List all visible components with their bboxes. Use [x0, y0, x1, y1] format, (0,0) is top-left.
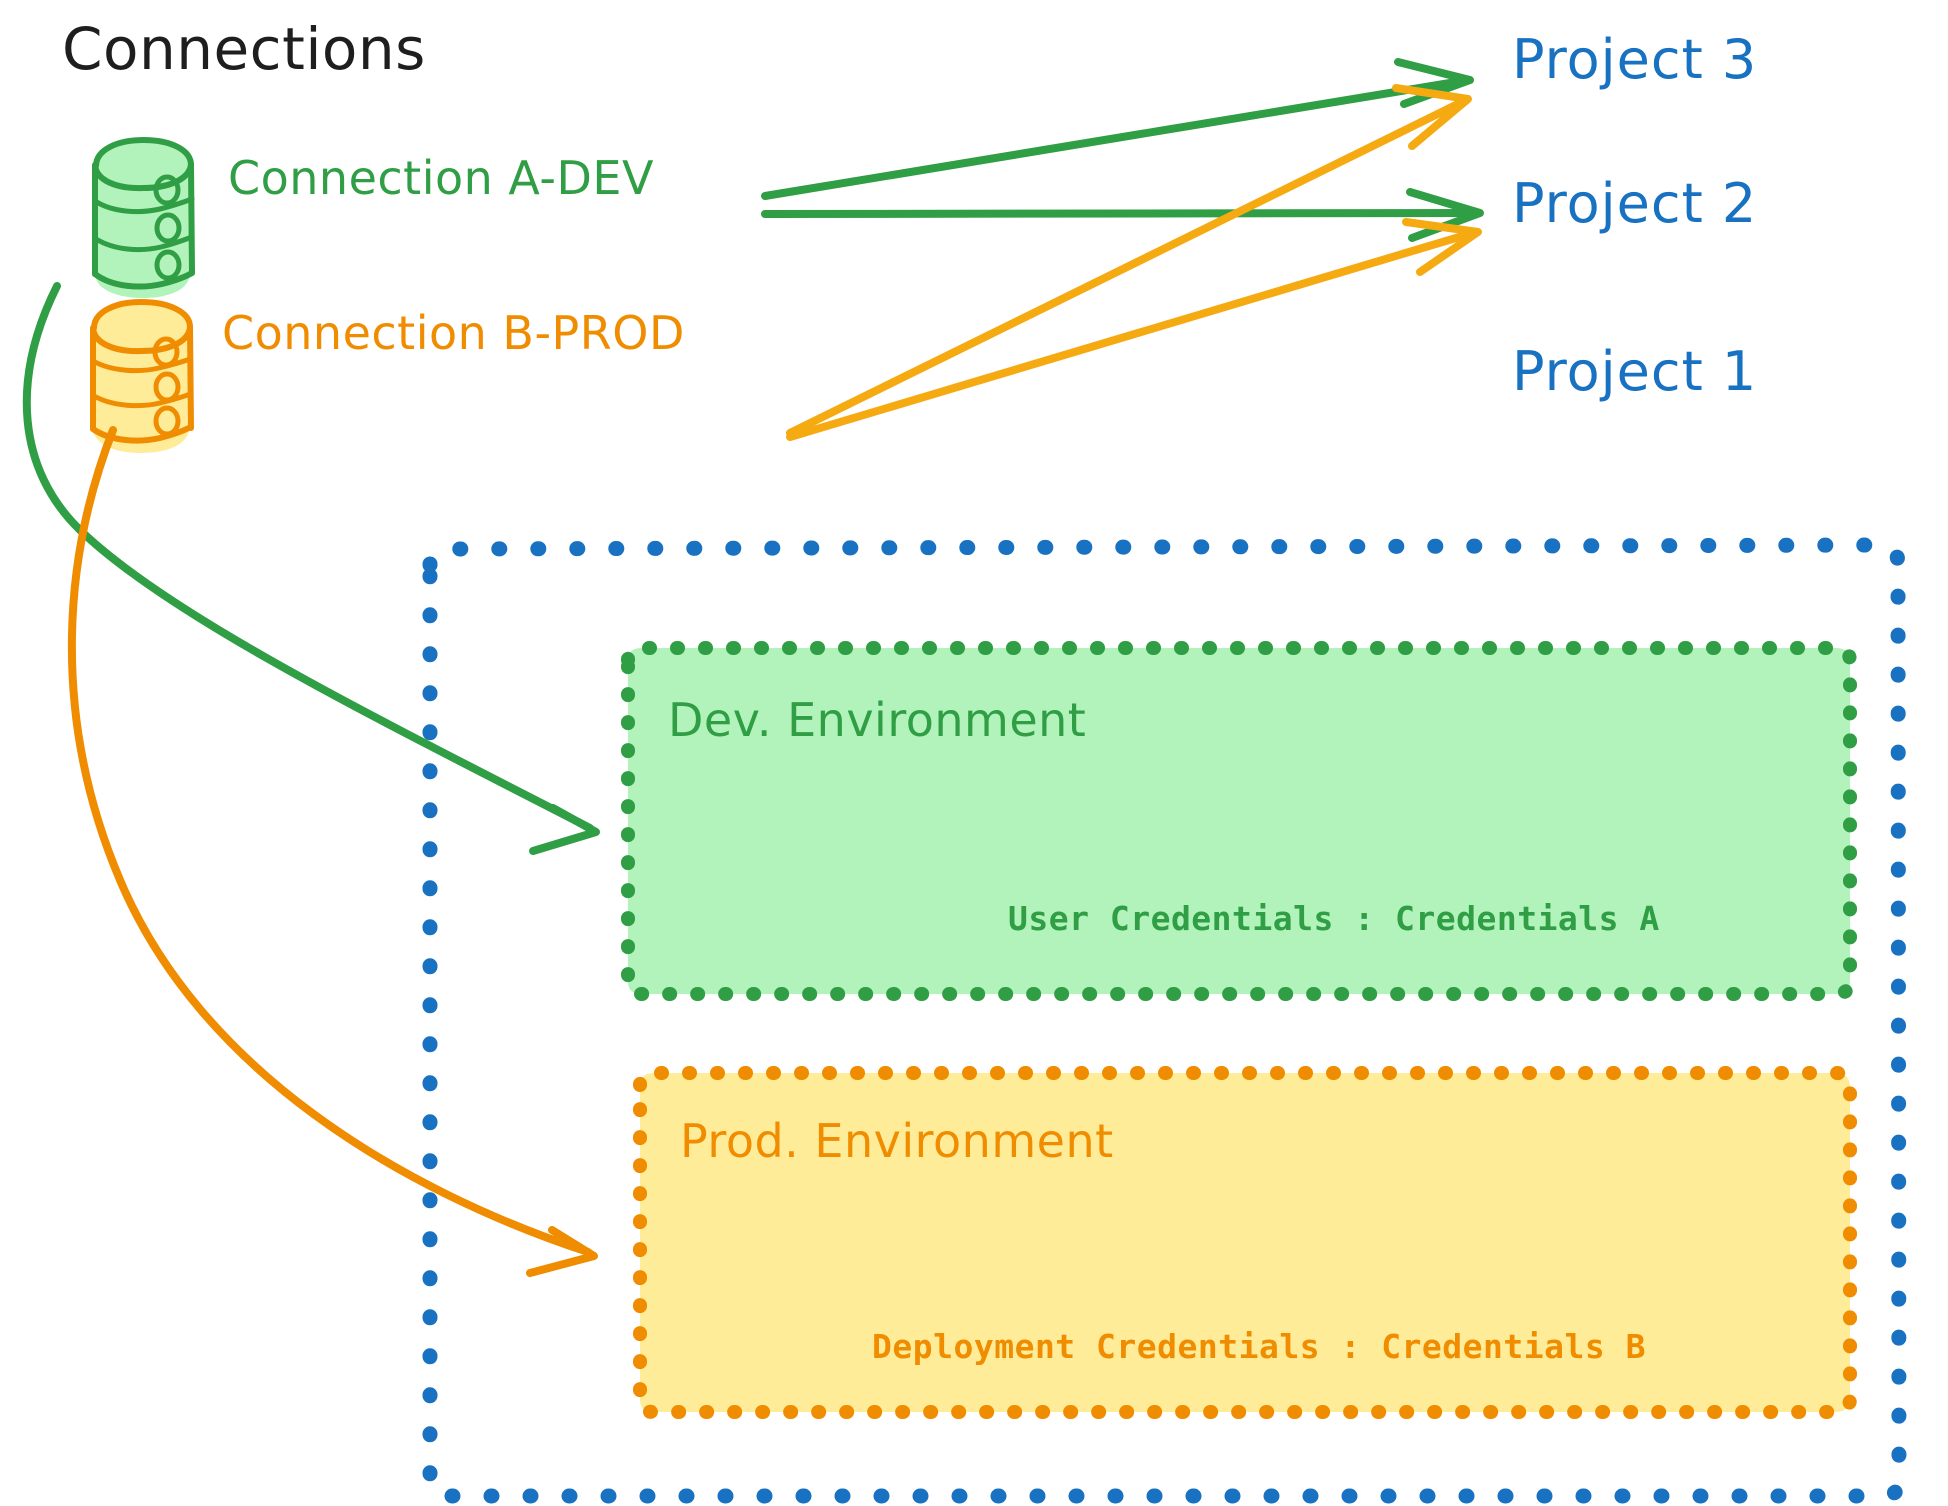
- db-orange-divider-2: [91, 391, 193, 409]
- prod-environment-credentials: Deployment Credentials : Credentials B: [872, 1327, 1646, 1366]
- dev-environment-title: Dev. Environment: [668, 693, 1087, 747]
- project-3-label[interactable]: Project 3: [1512, 28, 1758, 91]
- dev-environment-border: [621, 641, 1857, 1001]
- arrowhead-orange-p2: [1402, 218, 1482, 276]
- connection-a-dev-label[interactable]: Connection A-DEV: [228, 151, 654, 205]
- edge-b-prod-to-prod-environment: [67, 426, 598, 1277]
- project-2-label[interactable]: Project 2: [1512, 172, 1758, 235]
- page-title: Connections: [62, 15, 426, 83]
- database-cylinder-icon-green[interactable]: [92, 136, 195, 298]
- dev-environment-credentials: User Credentials : Credentials A: [1008, 899, 1660, 938]
- arrowhead-orange-prod: [526, 1226, 598, 1277]
- arrowhead-orange-p3: [1392, 84, 1472, 150]
- database-cylinder-icon-orange[interactable]: [90, 298, 194, 453]
- db-green-right-edge: [188, 161, 195, 276]
- edge-a-dev-to-project-3: [761, 58, 1474, 200]
- db-orange-top-arc-lower: [90, 324, 193, 355]
- db-orange-right-edge: [187, 324, 194, 431]
- db-green-led-2: [154, 212, 182, 244]
- db-green-top-arc-lower: [92, 161, 194, 192]
- prod-environment-border: [633, 1066, 1857, 1419]
- edge-a-dev-to-dev-environment: [22, 282, 600, 855]
- edge-b-prod-to-project-3: [786, 84, 1472, 437]
- edge-b-prod-to-project-2: [786, 218, 1482, 441]
- dev-environment-fill: [628, 648, 1850, 994]
- prod-environment-box[interactable]: [633, 1066, 1857, 1419]
- edge-a-dev-to-project-2: [761, 188, 1484, 242]
- dev-environment-box[interactable]: [621, 641, 1857, 1001]
- db-orange-divider-1: [90, 356, 193, 374]
- db-orange-led-2: [153, 371, 181, 403]
- db-orange-led-3: [153, 405, 181, 437]
- db-green-led-3: [154, 249, 182, 281]
- db-green-divider-2: [93, 234, 195, 253]
- db-orange-led-1: [152, 336, 180, 368]
- prod-environment-title: Prod. Environment: [680, 1114, 1114, 1168]
- project-1-label[interactable]: Project 1: [1512, 340, 1758, 403]
- connection-b-prod-label[interactable]: Connection B-PROD: [222, 306, 685, 360]
- db-green-bottom-arc: [92, 270, 195, 290]
- prod-environment-fill: [640, 1073, 1850, 1412]
- db-green-led-1: [153, 174, 181, 206]
- db-green-divider-1: [92, 196, 195, 215]
- db-orange-top-arc: [91, 298, 193, 331]
- arrowhead-green-dev: [529, 804, 600, 855]
- db-green-top-arc: [93, 136, 194, 169]
